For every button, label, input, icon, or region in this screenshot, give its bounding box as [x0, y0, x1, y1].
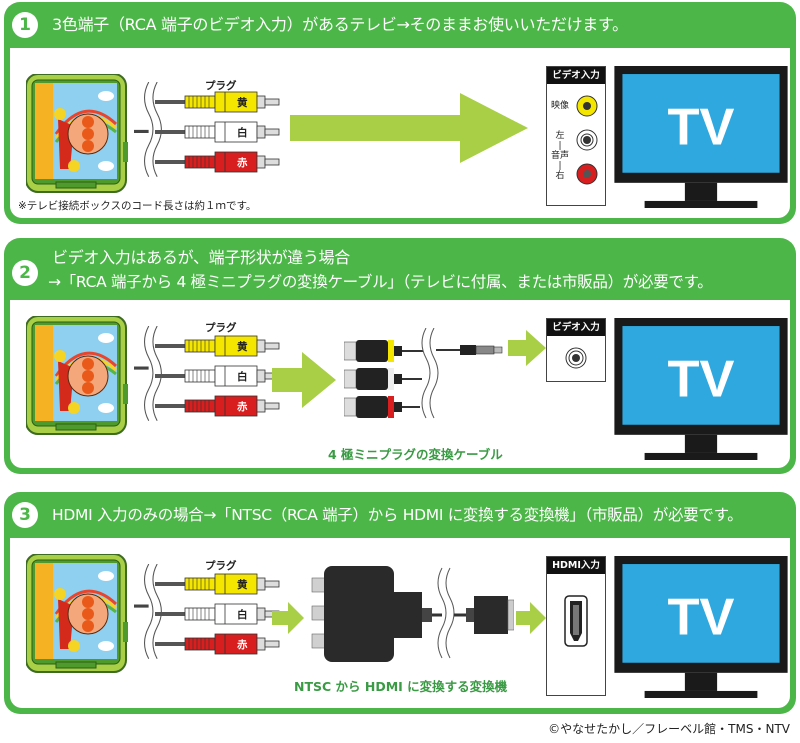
arrow-right-icon	[290, 93, 528, 163]
rca-plug-yellow-icon	[155, 90, 281, 114]
tv-label: TV	[668, 351, 735, 409]
plug-color-yellow: 黄	[237, 97, 248, 109]
arrow-right-icon	[272, 352, 336, 408]
plug-label: プラグ	[205, 322, 237, 334]
rca-plug-red-icon	[155, 632, 281, 656]
cord-length-note: ※テレビ接続ボックスのコード長さは約１ｍです。	[18, 200, 257, 212]
plug-color-yellow: 黄	[237, 341, 248, 353]
rca-plug-red-icon	[155, 150, 281, 174]
section-2-title-line2: →「RCA 端子から 4 極ミニプラグの変換ケーブル」（テレビに付属、または市販…	[48, 273, 713, 291]
plug-color-white: 白	[237, 127, 248, 139]
ntsc-hdmi-converter-icon	[311, 566, 514, 662]
section-3-panel: 3 HDMI 入力のみの場合→「NTSC（RCA 端子）から HDMI に変換す…	[4, 492, 796, 714]
video-input-port-panel: ビデオ入力 映像 左 | 音声 | 右	[546, 66, 606, 206]
tv-icon: TV	[614, 66, 788, 208]
plug-color-white: 白	[237, 609, 248, 621]
arrow-right-icon	[516, 602, 546, 634]
video-input-header: ビデオ入力	[547, 319, 605, 336]
rca-plug-yellow-icon	[155, 572, 281, 596]
video-input-port-panel: ビデオ入力	[546, 318, 606, 382]
audio-right-label: 右	[555, 171, 565, 181]
female-rca-white	[344, 368, 422, 390]
converter-caption: NTSC から HDMI に変換する変換機	[294, 679, 508, 694]
rca-plug-white-icon	[155, 364, 281, 388]
section-2-panel: 2 ビデオ入力はあるが、端子形状が違う場合 →「RCA 端子から 4 極ミニプラ…	[4, 238, 796, 474]
step-number-3: 3	[12, 502, 38, 528]
conversion-cable-icon	[344, 328, 503, 419]
mini-jack-icon	[565, 347, 587, 369]
hdmi-input-port-panel: HDMI入力	[546, 556, 606, 696]
section-1-title: 3色端子（RCA 端子のビデオ入力）があるテレビ→そのままお使いいただけます。	[52, 15, 628, 34]
arrow-right-icon	[272, 602, 304, 634]
hdmi-input-header: HDMI入力	[547, 557, 605, 574]
rca-plug-red-icon	[155, 394, 281, 418]
rca-plug-yellow-icon	[155, 334, 281, 358]
tv-label: TV	[668, 99, 735, 157]
section-2-title-line1: ビデオ入力はあるが、端子形状が違う場合	[52, 248, 350, 267]
plug-label: プラグ	[205, 560, 237, 572]
plug-color-red: 赤	[237, 639, 248, 651]
copyright-notice: ©やなせたかし／フレーベル館・TMS・NTV	[548, 722, 790, 736]
tv-icon: TV	[614, 318, 788, 460]
female-rca-red	[344, 396, 420, 418]
video-label: 映像	[550, 101, 569, 111]
step-number-1: 1	[12, 12, 38, 38]
audio-label: 音声	[550, 151, 569, 161]
step-number-2: 2	[12, 260, 38, 286]
audio-jack-red-icon	[576, 163, 598, 185]
rca-plug-white-icon	[155, 120, 281, 144]
video-jack-yellow-icon	[576, 95, 598, 117]
section-3-body: プラグ 黄 白 赤 NTSC から HDMI に変換する変換機	[10, 538, 790, 708]
audio-left-label: 左	[555, 131, 565, 141]
plug-color-red: 赤	[237, 401, 248, 413]
plug-color-white: 白	[237, 371, 248, 383]
plug-color-red: 赤	[237, 157, 248, 169]
tv-box-device-icon	[26, 554, 130, 674]
audio-dash-2: |	[558, 161, 562, 171]
hdmi-port-icon	[564, 595, 588, 647]
video-input-header: ビデオ入力	[547, 67, 605, 84]
tv-box-device-icon	[26, 316, 130, 436]
cable-break-icon	[134, 564, 162, 660]
arrow-right-icon	[508, 330, 546, 366]
plug-label: プラグ	[205, 80, 237, 92]
tv-icon: TV	[614, 556, 788, 698]
section-3-title: HDMI 入力のみの場合→「NTSC（RCA 端子）から HDMI に変換する変…	[52, 506, 743, 524]
plug-color-yellow: 黄	[237, 579, 248, 591]
audio-jack-white-icon	[576, 129, 598, 151]
audio-dash-1: |	[558, 141, 562, 151]
conversion-cable-caption: 4 極ミニプラグの変換ケーブル	[328, 447, 503, 462]
cable-break-icon	[134, 82, 162, 178]
cable-break-icon	[134, 326, 162, 422]
section-1-body: プラグ 黄 白 赤 ※テレビ接続ボックスのコード長さは約１ｍです。 ビデオ入力 …	[10, 48, 790, 218]
tv-label: TV	[668, 589, 735, 647]
tv-box-device-icon	[26, 74, 130, 194]
rca-plug-white-icon	[155, 602, 281, 626]
section-1-panel: 1 3色端子（RCA 端子のビデオ入力）があるテレビ→そのままお使いいただけます…	[4, 2, 796, 224]
female-rca-yellow	[344, 340, 424, 362]
section-2-body: プラグ 黄 白 赤	[10, 300, 790, 468]
